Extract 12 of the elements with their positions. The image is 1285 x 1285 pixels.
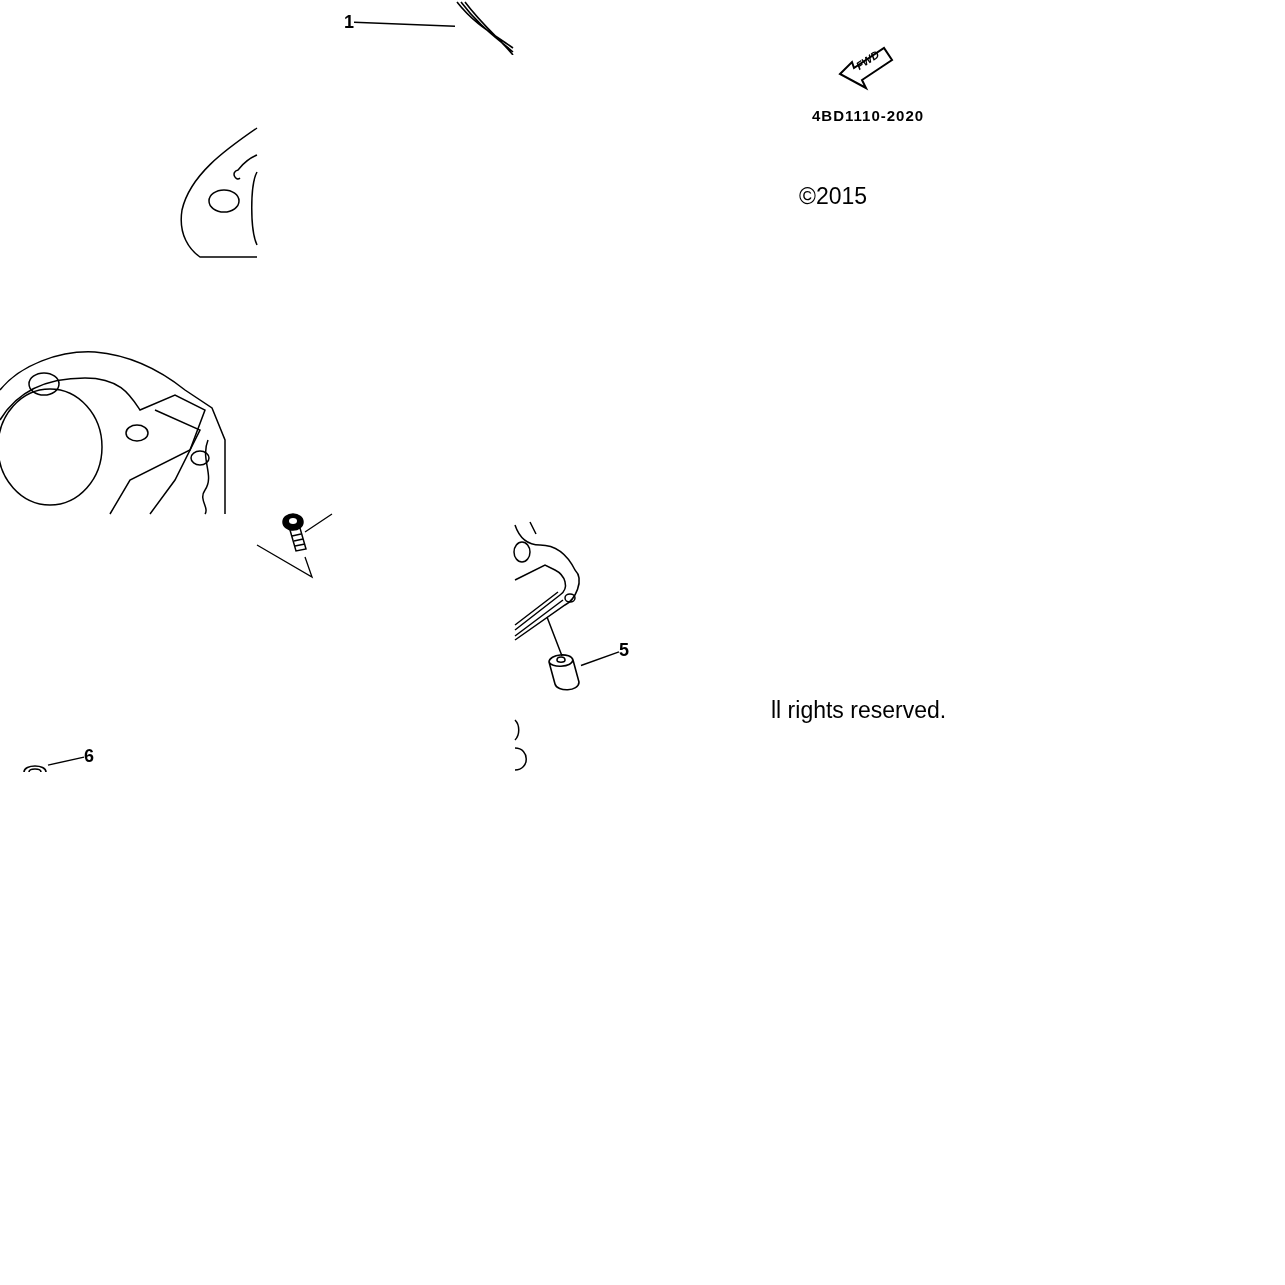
leader-line [353, 21, 456, 27]
callout-number: 5 [619, 640, 629, 660]
copyright-text: ©2015 [799, 183, 868, 210]
dowel-pin-drawing [545, 652, 581, 692]
gasket-drawing [455, 0, 515, 55]
leader-line [47, 756, 85, 766]
copyright-text: ll rights reserved. [771, 697, 947, 724]
callout-number: 6 [84, 746, 94, 766]
callout-number: 1 [344, 12, 354, 32]
part-number: 4BD1110-2020 [812, 107, 925, 124]
ring-drawing [22, 764, 48, 772]
leader-line [580, 651, 620, 667]
